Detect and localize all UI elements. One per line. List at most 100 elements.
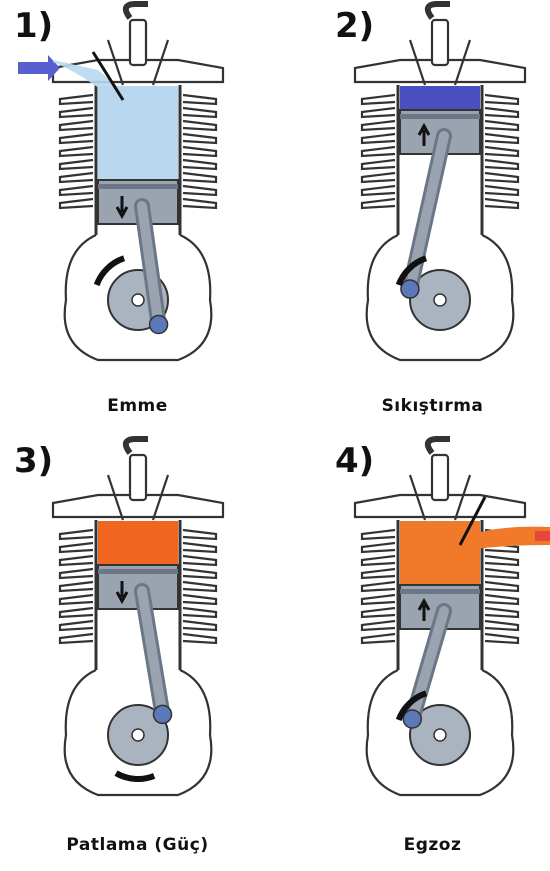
cooling-fin-right [183, 147, 216, 156]
exhaust-stroke-panel: 4) Egzoz [275, 435, 550, 870]
crankpin [401, 280, 419, 298]
cooling-fin-right [485, 147, 518, 156]
cooling-fin-right [183, 160, 216, 169]
step-number: 4) [335, 441, 374, 481]
cooling-fin-left [60, 621, 93, 630]
cooling-fin-right [485, 608, 518, 617]
cooling-fin-left [60, 160, 93, 169]
power-stroke-panel: 3) Patlama (Güç) [0, 435, 275, 870]
cooling-fin-right [183, 134, 216, 143]
exhaust-flow-arrow-icon [535, 531, 550, 541]
cooling-fin-right [485, 595, 518, 604]
spark-plug-wire [126, 439, 148, 453]
spark-plug [432, 20, 448, 65]
cooling-fin-left [362, 582, 395, 591]
crankshaft-axle [434, 294, 446, 306]
cooling-fin-left [362, 108, 395, 117]
cooling-fin-left [60, 569, 93, 578]
cooling-fin-left [60, 173, 93, 182]
cooling-fin-left [60, 608, 93, 617]
cooling-fin-right [183, 530, 216, 539]
piston-ring [98, 184, 178, 189]
cooling-fin-left [362, 160, 395, 169]
step-number: 2) [335, 6, 374, 46]
spark-plug-wire [126, 4, 148, 18]
cooling-fin-left [362, 608, 395, 617]
spark-plug [130, 20, 146, 65]
piston-ring [400, 114, 480, 119]
stroke-label: Sıkıştırma [295, 396, 550, 416]
cooling-fin-right [183, 121, 216, 130]
crankshaft-axle [132, 729, 144, 741]
exhaust-valve [455, 40, 470, 85]
stroke-label: Patlama (Güç) [0, 835, 275, 855]
cooling-fin-left [60, 147, 93, 156]
cooling-fin-right [183, 543, 216, 552]
cooling-fin-right [183, 186, 216, 195]
intake-stroke-panel: 1) Emme [0, 0, 275, 435]
cooling-fin-left [362, 147, 395, 156]
crankpin [154, 705, 172, 723]
piston-ring [400, 589, 480, 594]
cooling-fin-left [60, 134, 93, 143]
cooling-fin-right [183, 173, 216, 182]
cooling-fin-right [485, 621, 518, 630]
cooling-fin-left [60, 595, 93, 604]
cooling-fin-right [183, 621, 216, 630]
cooling-fin-left [362, 569, 395, 578]
cooling-fin-left [362, 556, 395, 565]
rotation-arrow-icon [116, 773, 154, 779]
cooling-fin-right [485, 134, 518, 143]
cooling-fin-left [362, 595, 395, 604]
cooling-fin-left [60, 556, 93, 565]
cooling-fin-left [362, 530, 395, 539]
cooling-fin-left [362, 199, 395, 208]
crankshaft-axle [434, 729, 446, 741]
cooling-fin-left [60, 108, 93, 117]
cooling-fin-left [362, 634, 395, 643]
compression-stroke-panel: 2) Sıkıştırma [275, 0, 550, 435]
cooling-fin-right [485, 634, 518, 643]
intake-engine-diagram [0, 0, 275, 390]
exhaust-valve [153, 40, 168, 85]
spark-plug-wire [428, 439, 450, 453]
combustion-chamber-gas [98, 86, 178, 180]
cooling-fin-right [485, 569, 518, 578]
cooling-fin-right [485, 556, 518, 565]
cooling-fin-right [183, 634, 216, 643]
stroke-label: Egzoz [295, 835, 550, 855]
cooling-fin-left [60, 530, 93, 539]
combustion-chamber-gas [400, 86, 480, 110]
cooling-fin-left [60, 199, 93, 208]
exhaust-valve [455, 475, 470, 520]
cooling-fin-left [60, 95, 93, 104]
cooling-fin-left [362, 543, 395, 552]
cooling-fin-right [183, 108, 216, 117]
cooling-fin-left [362, 121, 395, 130]
exhaust-engine-diagram [275, 435, 550, 825]
step-number: 3) [14, 441, 53, 481]
cooling-fin-left [362, 134, 395, 143]
intake-valve [410, 475, 425, 520]
cooling-fin-left [60, 634, 93, 643]
cooling-fin-left [362, 95, 395, 104]
cooling-fin-right [485, 186, 518, 195]
intake-valve [108, 475, 123, 520]
cooling-fin-right [183, 199, 216, 208]
intake-valve [410, 40, 425, 85]
cooling-fin-right [485, 95, 518, 104]
cooling-fin-right [183, 556, 216, 565]
cooling-fin-left [60, 121, 93, 130]
stroke-label: Emme [0, 396, 275, 416]
cooling-fin-left [362, 621, 395, 630]
piston-ring [98, 569, 178, 574]
cooling-fin-right [183, 608, 216, 617]
compression-engine-diagram [275, 0, 550, 390]
cooling-fin-right [183, 95, 216, 104]
crankpin [403, 710, 421, 728]
spark-plug [130, 455, 146, 500]
power-engine-diagram [0, 435, 275, 825]
cooling-fin-left [60, 543, 93, 552]
combustion-chamber-gas [98, 521, 178, 565]
crankshaft-axle [132, 294, 144, 306]
